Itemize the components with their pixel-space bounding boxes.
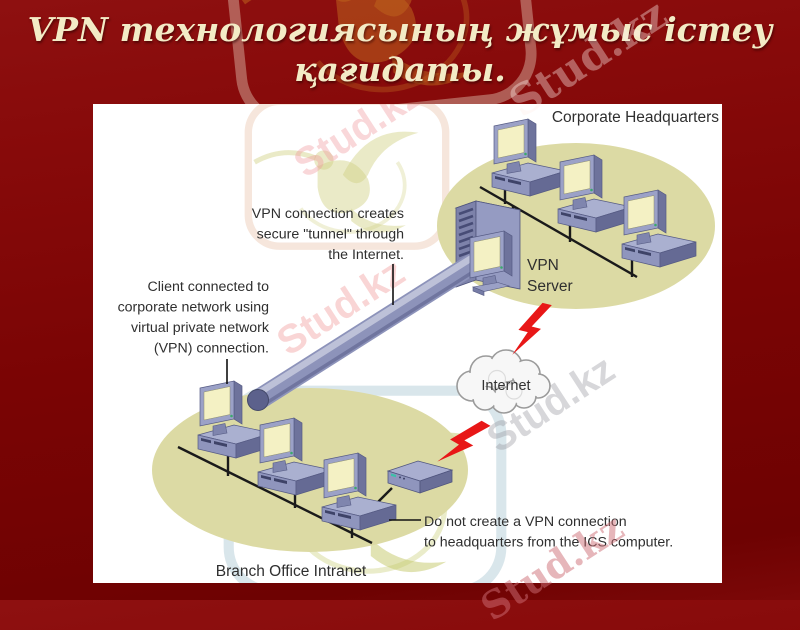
vpn-server-label-line1: VPN: [527, 257, 559, 274]
internet-cloud: Internet: [456, 349, 551, 414]
client-note-line3: virtual private network: [131, 320, 270, 336]
branch-office-label: Branch Office Intranet: [216, 563, 367, 580]
ics-note-line2: to headquarters from the ICS computer.: [424, 535, 673, 551]
slide-title-line1: VPN технологиясының жұмыс істеу: [27, 10, 773, 49]
vpn-server-label-line2: Server: [527, 278, 573, 295]
internet-label: Internet: [481, 378, 530, 394]
client-note-line4: (VPN) connection.: [154, 341, 269, 357]
tunnel-note-line1: VPN connection creates: [252, 206, 404, 222]
pointer-lines: [226, 264, 421, 521]
tunnel-note-line3: the Internet.: [328, 247, 404, 263]
vpn-diagram: Stud.kz Stud.kz Stud.kz: [118, 104, 719, 583]
tunnel-note-line2: secure "tunnel" through: [257, 227, 404, 243]
vpn-server-monitor: [469, 230, 513, 296]
lightning-bolt-top: [512, 298, 552, 362]
slide-title: VPN технологиясының жұмыс істеу қағидаты…: [0, 10, 800, 90]
ics-note-line1: Do not create a VPN connection: [424, 514, 627, 530]
vpn-tunnel: [247, 252, 485, 411]
client-note-line1: Client connected to: [148, 279, 270, 295]
corporate-hq-label: Corporate Headquarters: [552, 109, 719, 126]
diagram-panel: Stud.kz Stud.kz Stud.kz: [93, 104, 722, 583]
slide-title-line2: қағидаты.: [294, 50, 506, 89]
client-note-line2: corporate network using: [118, 300, 269, 316]
